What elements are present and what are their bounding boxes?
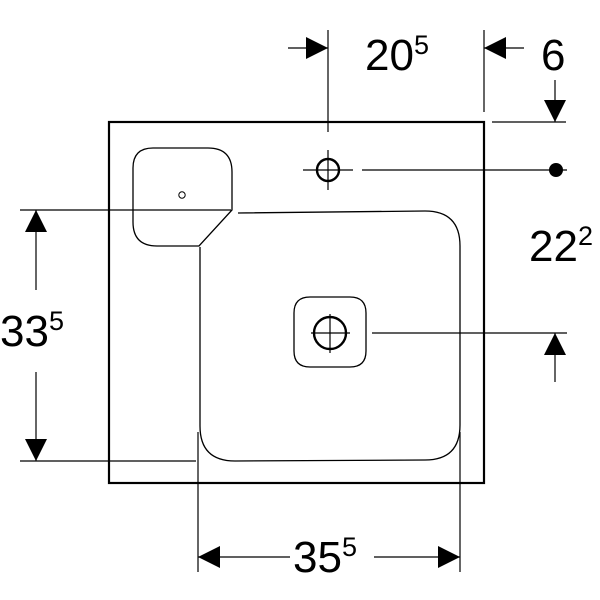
dim-waste-from-tap-main: 22 xyxy=(529,222,578,271)
dim-tap-from-edge-sup: 5 xyxy=(414,30,429,60)
soap-shelf xyxy=(132,147,233,247)
dim-bowl-depth-main: 33 xyxy=(0,307,49,356)
waste-outlet xyxy=(293,296,367,368)
dim-bowl-depth-sup: 5 xyxy=(49,306,64,336)
basin-outer-edge xyxy=(107,120,486,485)
dim-tap-from-edge-main: 20 xyxy=(365,31,414,80)
dim-label-bowl-width: 355 xyxy=(293,532,357,582)
dim-label-tap-from-edge: 205 xyxy=(365,30,429,80)
dim-bowl-width-sup: 5 xyxy=(342,532,357,562)
dim-waste-from-tap-sup: 2 xyxy=(578,221,593,251)
tap-reference-dot xyxy=(549,163,563,177)
dim-label-waste-from-tap: 222 xyxy=(529,221,593,271)
waste-outlet-surround xyxy=(293,296,367,368)
shelf-drain-hole xyxy=(178,191,186,199)
tap-hole xyxy=(303,150,353,190)
dimension-lines xyxy=(25,37,566,568)
dim-bowl-width-main: 35 xyxy=(293,533,342,582)
main-bowl xyxy=(199,210,461,462)
dim-label-bowl-depth: 335 xyxy=(0,306,64,356)
dim-label-tap-from-back: 6 xyxy=(541,31,565,80)
basin-outline xyxy=(107,120,486,485)
